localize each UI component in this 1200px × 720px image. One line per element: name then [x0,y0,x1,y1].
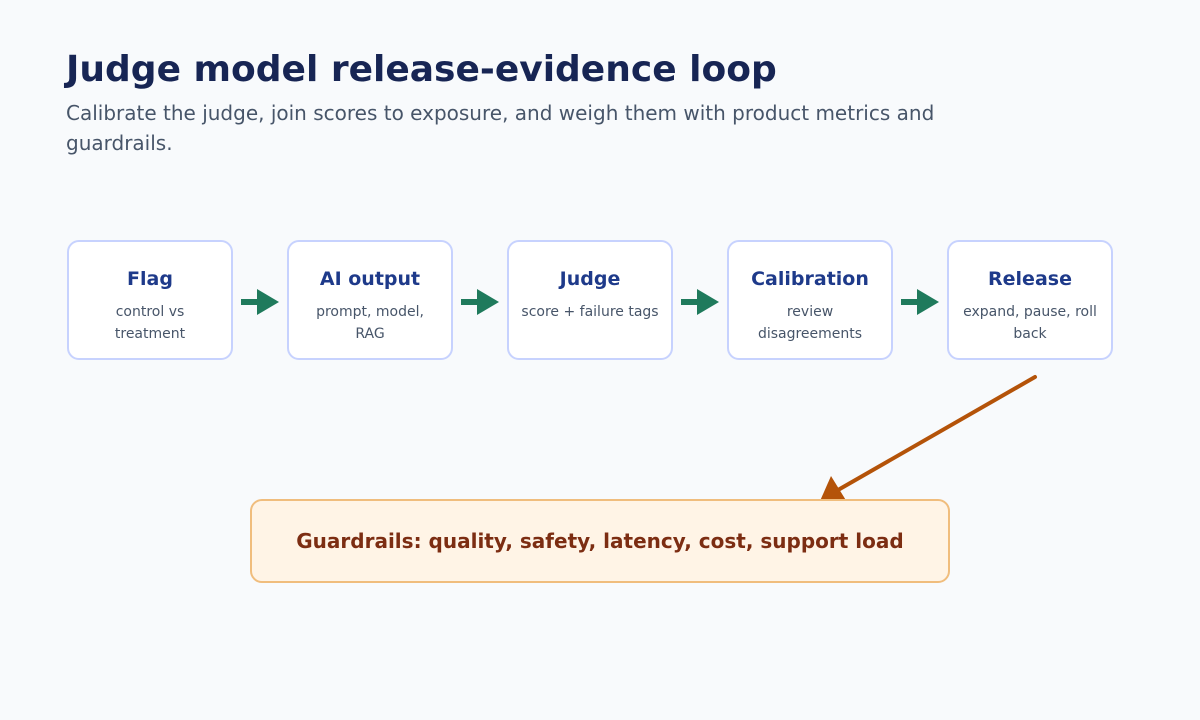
stage-flag: Flag control vs treatment [67,240,233,360]
stage-description: review disagreements [757,304,863,342]
stage-judge: Judge score + failure tags [507,240,673,360]
page-title: Judge model release-evidence loop [66,49,777,90]
stage-title: Flag [127,268,173,290]
stage-title: AI output [319,268,421,290]
stage-calibration: Calibration review disagreements [727,240,893,360]
feedback-arrow-line [836,375,1037,492]
stage-ai-output: AI output prompt, model, RAG [287,240,453,360]
stage-release: Release expand, pause, roll back [947,240,1113,360]
stage-description: expand, pause, roll back [963,304,1097,342]
stage-title: Judge [559,268,621,290]
arrow-right-icon [241,289,279,315]
arrow-right-icon [681,289,719,315]
stage-title: Release [988,268,1072,290]
stage-description: prompt, model, RAG [316,304,424,342]
stage-description: control vs treatment [114,304,186,342]
guardrails-label: Guardrails: quality, safety, latency, co… [296,529,904,553]
arrow-right-icon [901,289,939,315]
stage-description: score + failure tags [521,304,659,320]
page-subtitle: Calibrate the judge, join scores to expo… [66,101,935,155]
guardrails-box: Guardrails: quality, safety, latency, co… [250,499,950,583]
stage-title: Calibration [751,268,869,290]
arrow-right-icon [461,289,499,315]
